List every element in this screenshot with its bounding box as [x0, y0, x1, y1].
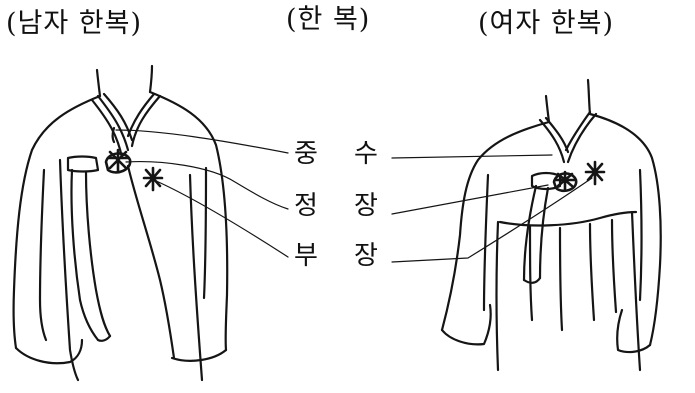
- female-goreum-strap-2: [538, 186, 550, 280]
- callout-bujang-left: 부: [294, 241, 318, 271]
- female-skirt-right: [630, 210, 642, 372]
- male-neck: [95, 68, 102, 98]
- male-right-sleeve-inner: [202, 166, 208, 300]
- leader-jeongjang-male: [125, 161, 289, 210]
- callout-bujang-right: 장: [354, 241, 378, 271]
- female-collar-right-inner: [564, 110, 592, 152]
- title-hanbok: (한 복): [286, 4, 371, 35]
- male-collar-right-inner: [126, 92, 156, 138]
- female-collar-right-outer: [566, 112, 598, 164]
- male-body-left: [58, 158, 80, 382]
- male-collar-outer: [90, 98, 124, 160]
- male-collar-right-outer: [130, 94, 162, 148]
- leader-jungsu-female: [391, 154, 553, 159]
- callout-leaders: [115, 129, 593, 263]
- callout-jeongjang-left: 정: [294, 191, 318, 221]
- female-bujang-ornament: [584, 160, 606, 186]
- callout-jungsu-left: 중: [294, 139, 318, 169]
- female-goreum-strap-1: [522, 184, 538, 282]
- title-female-hanbok: (여자 한복): [478, 8, 615, 39]
- female-collar-inner: [544, 116, 570, 154]
- male-jeongjang-ornament: [104, 148, 132, 174]
- female-right-sleeve-inner: [638, 168, 643, 302]
- female-pleat-1: [528, 224, 534, 322]
- male-hanbok-drawing: [12, 64, 229, 382]
- female-pleat-3: [588, 222, 596, 322]
- female-goreum-strap-end: [522, 276, 542, 284]
- male-goreum-strap-end: [96, 334, 112, 342]
- female-pleat-2: [558, 226, 564, 332]
- female-collar-outer: [538, 118, 566, 164]
- female-left-shoulder: [440, 120, 551, 332]
- male-left-shoulder: [12, 94, 102, 350]
- leader-bujang-male: [153, 179, 289, 258]
- female-right-shoulder: [588, 112, 662, 347]
- male-neck-right: [148, 64, 154, 94]
- title-male-hanbok: (남자 한복): [6, 8, 143, 39]
- male-body-right: [188, 173, 204, 382]
- male-front-overlap: [126, 164, 176, 360]
- female-right-sleeve-cuff: [616, 308, 652, 354]
- female-pleat-4: [610, 218, 618, 314]
- leader-jungsu-male: [115, 129, 289, 154]
- female-left-sleeve-cuff: [440, 303, 492, 346]
- callout-jungsu-right: 수: [354, 139, 378, 169]
- male-dongjeong: [111, 126, 116, 144]
- male-goreum-strap-1: [70, 168, 100, 342]
- female-goreum-bow: [530, 171, 562, 191]
- leader-jeongjang-female: [391, 184, 549, 215]
- callout-jeongjang-right: 장: [354, 191, 378, 221]
- female-jeongjang-ornament: [552, 170, 578, 193]
- male-collar-mid: [96, 94, 130, 152]
- female-left-sleeve-inner: [482, 173, 490, 312]
- female-neck-right: [586, 78, 592, 116]
- male-goreum-strap-2: [84, 170, 112, 338]
- male-bujang-ornament: [142, 166, 164, 192]
- male-left-sleeve-cuff: [14, 338, 84, 365]
- male-right-shoulder: [148, 90, 229, 352]
- female-hanbok-drawing: [440, 78, 662, 372]
- female-skirt-left: [495, 220, 500, 372]
- female-jeogori-hem: [498, 210, 638, 227]
- male-goreum-bow: [66, 155, 100, 173]
- male-collar-inner: [102, 92, 134, 142]
- male-left-sleeve-inner: [38, 168, 48, 342]
